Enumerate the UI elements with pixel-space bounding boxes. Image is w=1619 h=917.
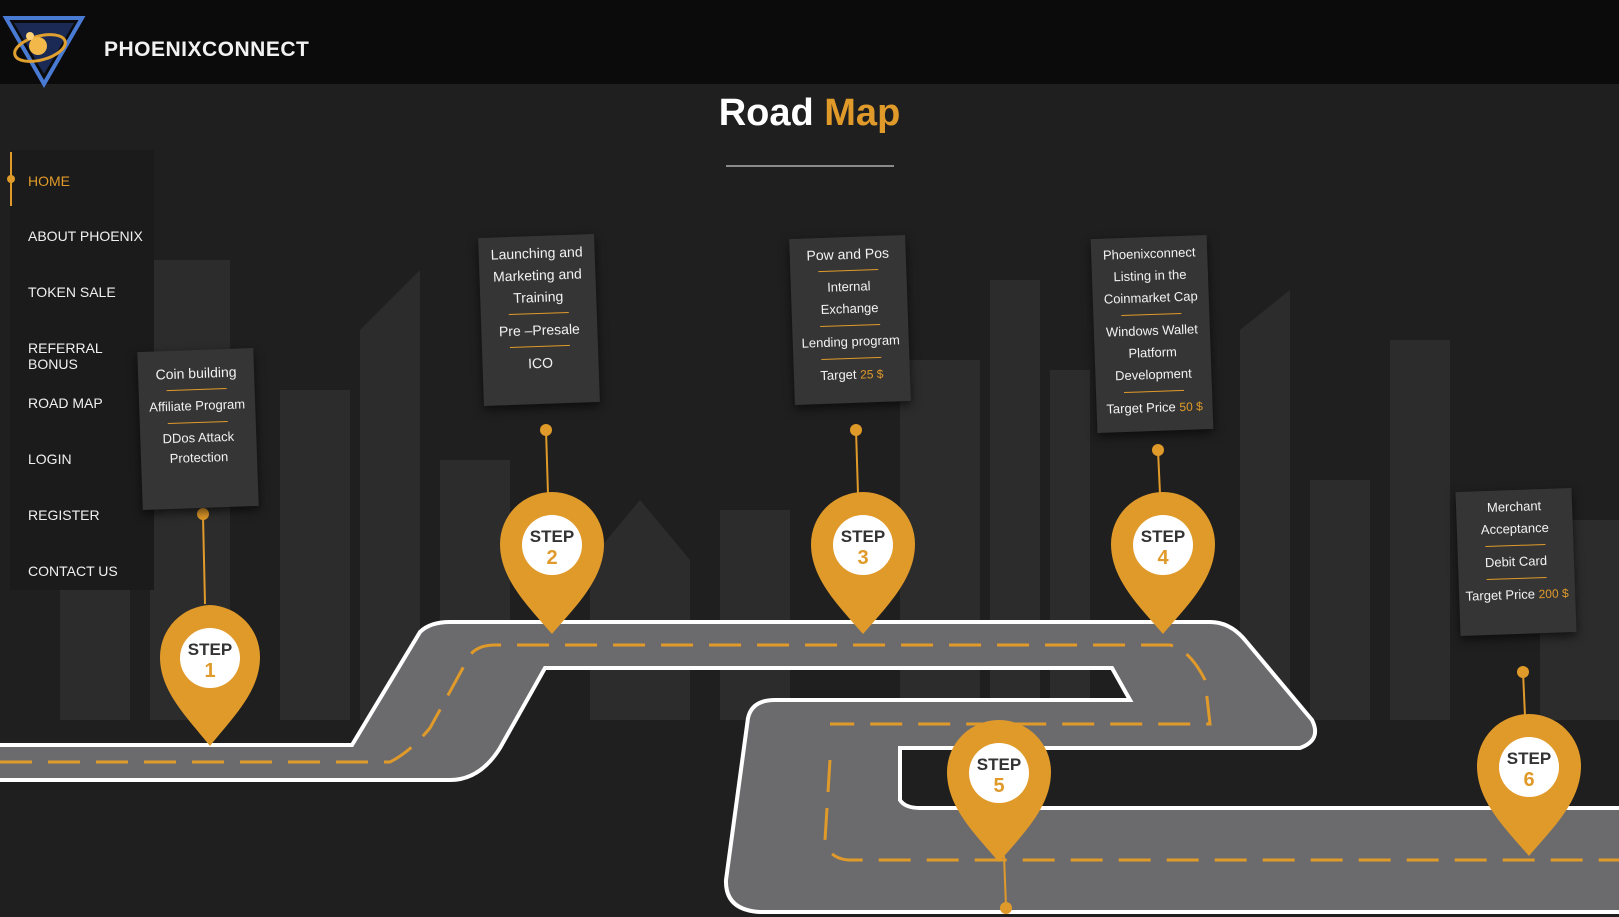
step-1-number: 1: [204, 660, 215, 682]
title-divider: [726, 165, 894, 167]
step-2-item-launching-line2: Marketing and: [492, 265, 583, 285]
step-6-item-debit-card: Debit Card: [1484, 552, 1548, 571]
card-separator: [1485, 543, 1546, 548]
nav-item-token-sale[interactable]: TOKEN SALE: [28, 284, 116, 300]
nav-active-dot: [7, 175, 15, 183]
step-3-item-pow-pos: Pow and Pos: [806, 244, 890, 264]
step-6-label: STEP: [1507, 749, 1551, 768]
card-separator: [1121, 312, 1182, 317]
step-3-label: STEP: [841, 527, 885, 546]
step-2-label: STEP: [530, 527, 574, 546]
step-2-item-launching-line3: Training: [512, 288, 564, 306]
nav-item-road-map[interactable]: ROAD MAP: [28, 395, 103, 411]
step-pin-1: STEP 1: [159, 508, 260, 746]
step-pin-5: STEP 5: [947, 720, 1051, 914]
step-2-item-ico: ICO: [527, 354, 554, 372]
step-4-item-wallet-line1: Windows Wallet: [1105, 321, 1199, 340]
step-4-target-value: 50 $: [1179, 399, 1203, 415]
step-3-target-value: 25 $: [859, 366, 884, 382]
nav-item-contact-us[interactable]: CONTACT US: [28, 563, 118, 579]
step-4-target: Target Price 50 $: [1102, 395, 1207, 421]
step-6-target-label: Target Price: [1465, 586, 1536, 604]
step-4-label: STEP: [1141, 527, 1185, 546]
step-6-target-value: 200 $: [1538, 586, 1569, 602]
step-2-number: 2: [546, 547, 557, 569]
step-5-number: 5: [993, 775, 1004, 797]
nav-item-register[interactable]: REGISTER: [28, 507, 100, 523]
step-6-item-merchant-line2: Acceptance: [1480, 519, 1550, 538]
step-pin-2: STEP 2: [500, 424, 604, 634]
step-1-card: Coin building Affiliate Program DDos Att…: [137, 348, 259, 510]
step-4-card: Phoenixconnect Listing in the Coinmarket…: [1090, 235, 1214, 433]
card-separator: [1124, 389, 1185, 394]
step-2-item-pre-presale: Pre –Presale: [498, 320, 581, 340]
card-separator: [166, 387, 227, 392]
card-separator: [820, 323, 881, 328]
step-1-item-coin-building: Coin building: [155, 363, 237, 383]
nav-item-home[interactable]: HOME: [28, 173, 70, 189]
title-main: Road: [718, 92, 814, 134]
step-3-item-internal-exchange: Internal Exchange: [820, 278, 879, 318]
top-bar: [0, 0, 1619, 84]
step-6-card: Merchant Acceptance Debit Card Target Pr…: [1455, 488, 1577, 636]
nav-item-login[interactable]: LOGIN: [28, 451, 72, 467]
card-separator: [818, 268, 879, 273]
step-pin-6: STEP 6: [1477, 666, 1581, 856]
card-separator: [167, 420, 228, 425]
step-3-item-lending-program: Lending program: [801, 332, 901, 351]
step-6-target: Target Price 200 $: [1465, 582, 1570, 608]
step-4-item-listing-line3: Coinmarket Cap: [1103, 288, 1198, 307]
side-nav: HOME ABOUT PHOENIX TOKEN SALE REFERRAL B…: [7, 150, 154, 590]
step-pin-4: STEP 4: [1111, 444, 1215, 634]
step-1-item-ddos-line2: Protection: [169, 448, 229, 466]
step-3-card: Pow and Pos Internal Exchange Lending pr…: [789, 235, 911, 405]
page-title: Road Map: [0, 92, 1619, 135]
title-accent: Map: [824, 92, 901, 134]
step-4-item-wallet-line3: Development: [1114, 365, 1192, 384]
step-pin-3: STEP 3: [811, 424, 915, 634]
phoenix-logo-icon[interactable]: [0, 10, 90, 90]
step-6-number: 6: [1523, 769, 1534, 791]
step-3-target-label: Target: [820, 366, 857, 384]
step-4-target-label: Target Price: [1106, 399, 1177, 417]
card-separator: [821, 356, 882, 361]
road: [0, 620, 1619, 914]
card-separator: [508, 311, 569, 316]
step-5-label: STEP: [977, 755, 1021, 774]
step-1-item-affiliate-program: Affiliate Program: [149, 396, 246, 415]
brand-name[interactable]: PHOENIXCONNECT: [104, 38, 310, 61]
step-1-label: STEP: [188, 640, 232, 659]
step-2-card: Launching and Marketing and Training Pre…: [478, 234, 600, 406]
step-3-target: Target 25 $: [800, 362, 905, 388]
nav-item-referral-bonus[interactable]: REFERRAL BONUS: [28, 340, 103, 372]
nav-item-about-phoenix[interactable]: ABOUT PHOENIX: [28, 228, 143, 244]
card-separator: [509, 344, 570, 349]
step-4-number: 4: [1157, 547, 1169, 569]
step-3-number: 3: [857, 547, 868, 569]
card-separator: [1486, 576, 1547, 581]
